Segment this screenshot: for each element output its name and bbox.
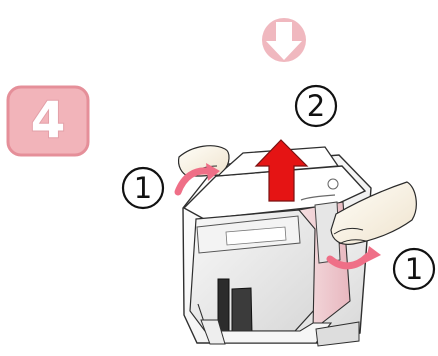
printer-vent-right [232, 288, 252, 333]
top-down-arrow-icon [262, 18, 306, 62]
callout-one-right: 1 [394, 249, 434, 289]
printer-top-button [328, 179, 338, 189]
step-number: 4 [31, 91, 66, 149]
side-arrow-right-head [365, 246, 381, 263]
callout-one-left: 1 [123, 168, 163, 208]
callout-one-left-label: 1 [134, 171, 152, 205]
callout-one-right-label: 1 [405, 252, 423, 286]
callout-two: 2 [296, 86, 336, 126]
callout-two-label: 2 [307, 89, 325, 123]
step-badge: 4 [8, 87, 88, 155]
